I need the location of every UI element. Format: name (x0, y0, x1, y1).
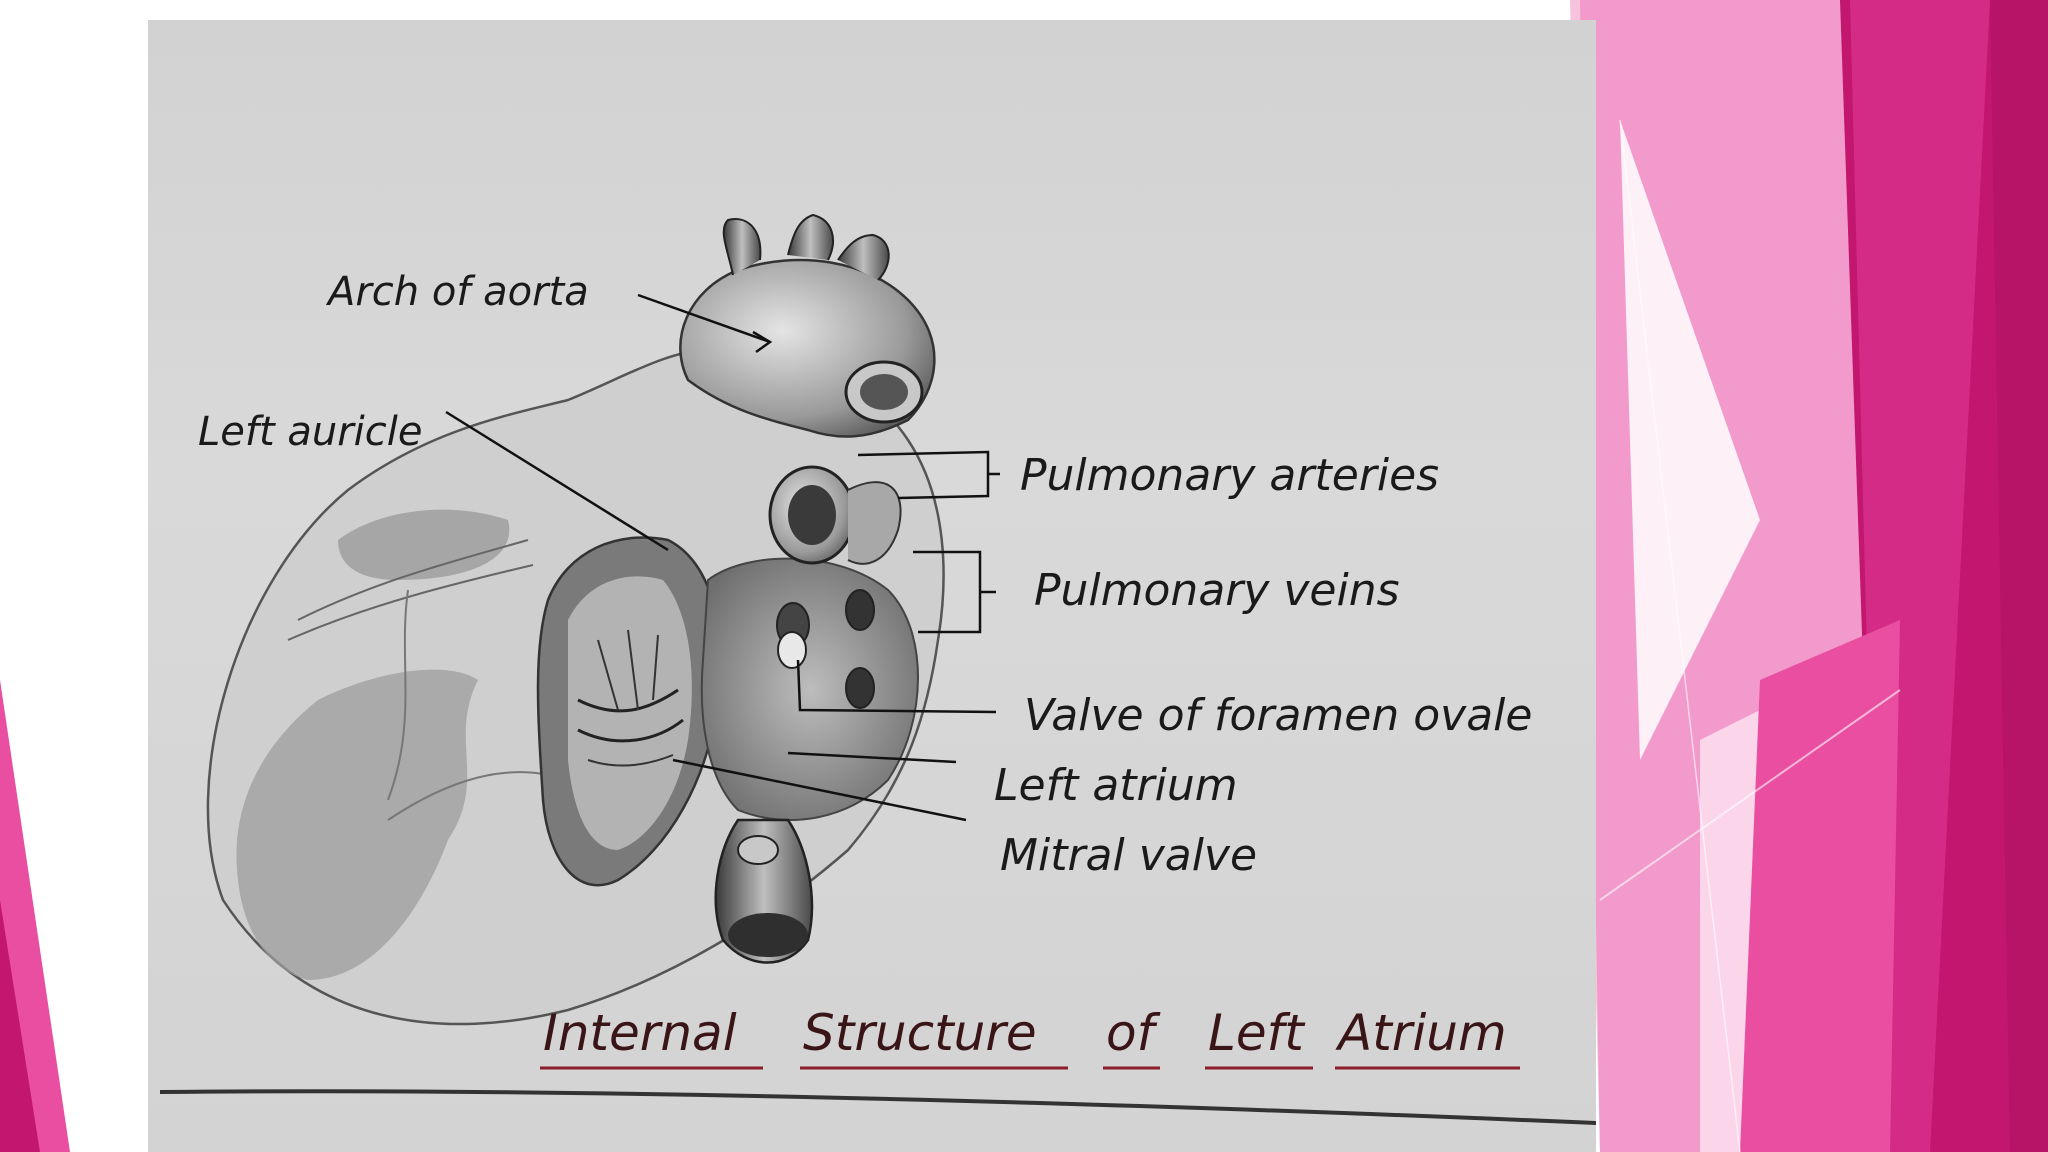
ivc-branch-opening (737, 835, 779, 865)
pulmonary-artery-branch (847, 481, 902, 565)
coronary-line-3 (387, 589, 409, 801)
chorda-1 (597, 639, 619, 711)
mitral-leaflet-1 (577, 688, 679, 713)
title-word-of: of (1106, 1004, 1161, 1062)
coronary-line-2 (287, 564, 534, 641)
left-atrium-wall (700, 557, 919, 821)
page-margin-line (159, 1089, 1596, 1125)
aortic-branch-1 (722, 218, 762, 276)
title-word-internal: Internal (543, 1004, 737, 1062)
leader-mitral-valve (672, 758, 967, 822)
left-magenta-strip (0, 900, 40, 1152)
drawing-photo: Arch of aorta Left auricle Pulmonary art… (148, 20, 1596, 1152)
pulmonary-vein-opening-2 (845, 589, 875, 631)
aorta-lumen (860, 374, 908, 410)
label-pulmonary-veins: Pulmonary veins (1034, 565, 1400, 616)
shaded-patch (338, 509, 510, 580)
aortic-branch-3 (837, 233, 890, 281)
leader-left-atrium (787, 751, 957, 764)
title-word-atrium: Atrium (1335, 1004, 1507, 1062)
leader-arch-of-aorta (637, 293, 771, 344)
aortic-branch-2 (787, 213, 834, 261)
mitral-leaflet-3 (587, 754, 674, 767)
drawing-title: Internal Structure of Left Atrium (540, 1004, 1520, 1070)
title-word-structure: Structure (803, 1004, 1037, 1062)
label-mitral-valve: Mitral valve (1000, 830, 1257, 881)
right-facet-deep (1990, 0, 2048, 1152)
facet-line-1 (1599, 689, 1901, 901)
label-arch-of-aorta: Arch of aorta (325, 269, 589, 315)
mitral-leaflet-2 (577, 718, 684, 743)
facet-line-2 (1619, 119, 1741, 1152)
pulmonary-vein-opening-3 (845, 667, 875, 709)
leader-foramen-ovale (796, 659, 997, 714)
foramen-ovale (777, 631, 807, 669)
right-facet-hot-pink (1740, 620, 1900, 1152)
label-valve-of-foramen-ovale: Valve of foramen ovale (1024, 690, 1532, 741)
coronary-line-1 (297, 539, 529, 621)
leader-left-auricle (445, 410, 669, 552)
arrowhead-arch-of-aorta (752, 330, 773, 354)
label-left-auricle: Left auricle (198, 409, 423, 455)
chorda-3 (652, 634, 659, 701)
label-pulmonary-arteries: Pulmonary arteries (1020, 450, 1439, 501)
right-facet-white (1620, 120, 1760, 760)
pulmonary-artery-lumen (788, 485, 836, 545)
title-word-left: Left (1208, 1004, 1306, 1062)
ivc-opening (728, 913, 808, 957)
chorda-2 (627, 629, 639, 711)
shaded-ventricle (236, 669, 478, 980)
heart-drawing: Arch of aorta Left auricle Pulmonary art… (159, 213, 1596, 1125)
label-left-atrium: Left atrium (994, 760, 1238, 811)
